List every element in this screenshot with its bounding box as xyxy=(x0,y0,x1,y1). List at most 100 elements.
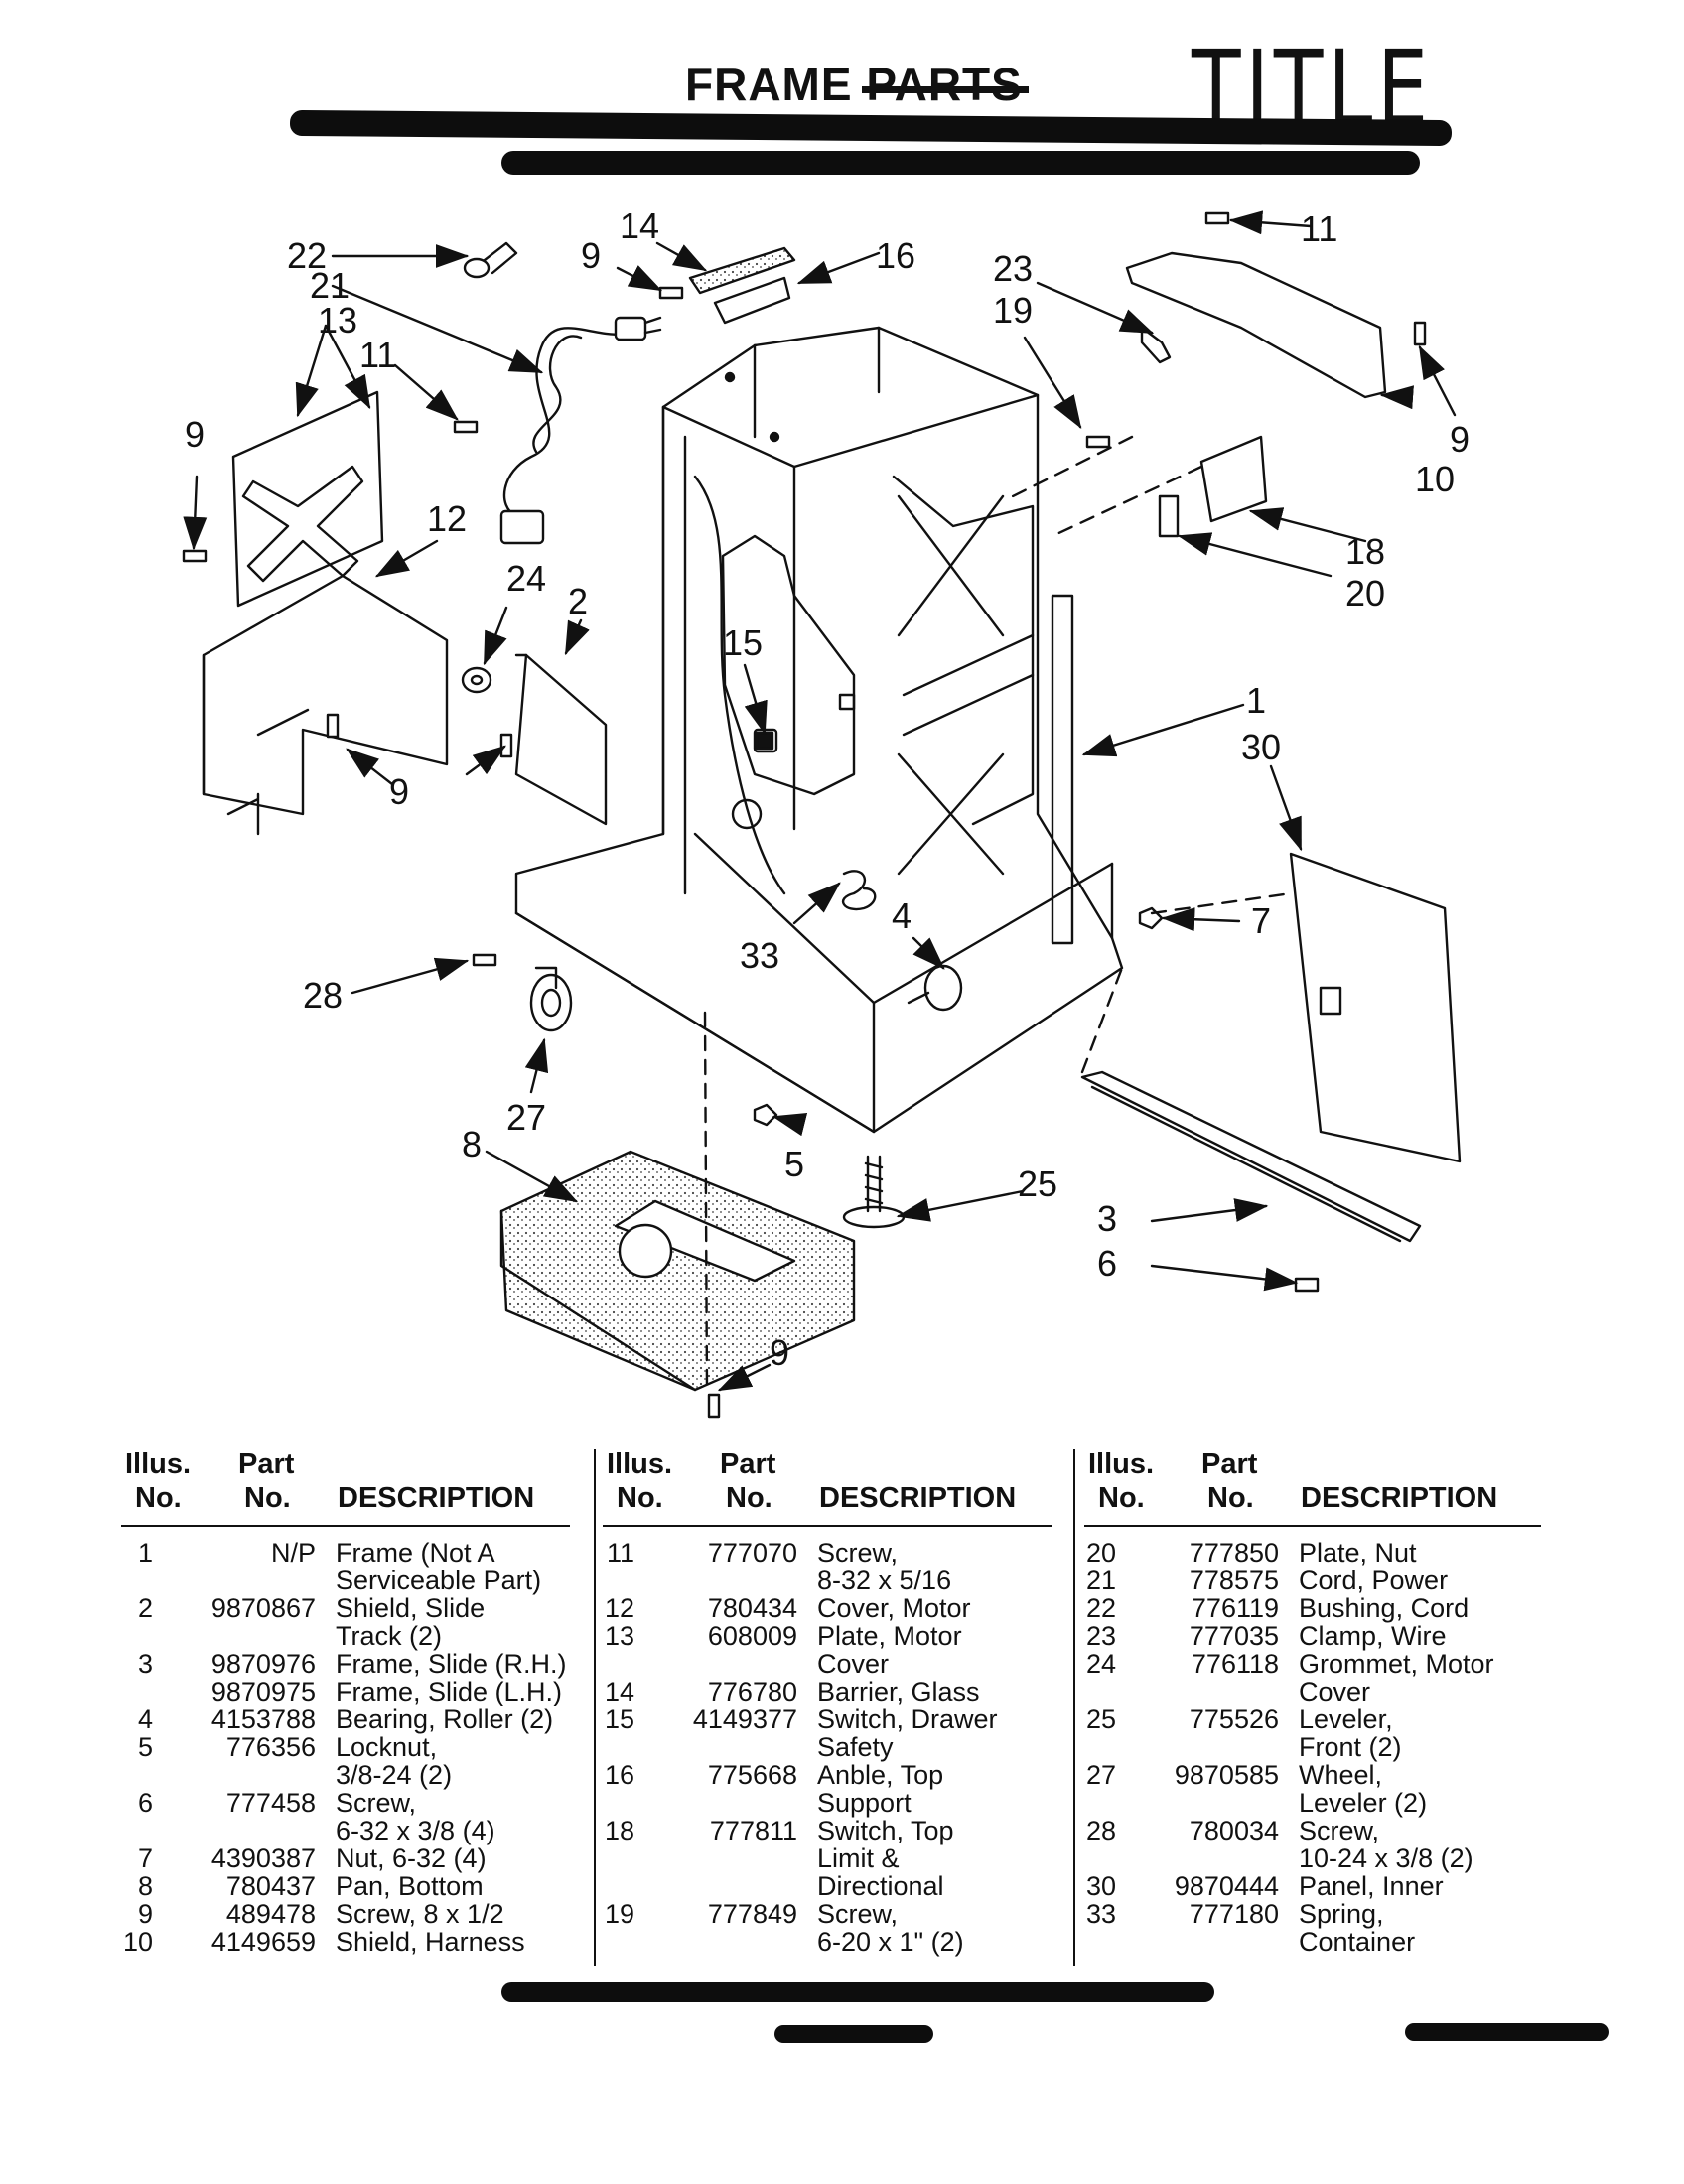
header-illus-line2: No. xyxy=(617,1482,663,1514)
illus-number: 22 xyxy=(1085,1593,1116,1623)
roller-bearing xyxy=(907,964,963,1012)
redaction-bar-colors xyxy=(501,151,1420,175)
header-part-line2: No. xyxy=(726,1482,772,1514)
redaction-bar-footer xyxy=(501,1982,1214,2002)
motor-cover-plate xyxy=(231,390,384,608)
part-number: 4149659 xyxy=(210,1927,316,1957)
part-description: Frame, Slide (L.H.) xyxy=(336,1677,563,1706)
part-number: 780034 xyxy=(1189,1816,1279,1845)
part-description: Cover xyxy=(1299,1677,1371,1706)
part-description: Directional xyxy=(817,1871,944,1901)
callout-24: 24 xyxy=(506,558,547,599)
callout-1: 1 xyxy=(1246,680,1267,721)
callout-9: 9 xyxy=(581,235,602,276)
illus-number: 10 xyxy=(122,1927,153,1957)
part-number: 775526 xyxy=(1189,1705,1279,1734)
top-support-angle xyxy=(713,276,791,325)
illus-number: 7 xyxy=(137,1843,153,1873)
header-illus-line1: Illus. xyxy=(1088,1448,1155,1480)
part-number: 489478 xyxy=(225,1899,316,1929)
main-frame xyxy=(514,326,1124,1134)
callout-33: 33 xyxy=(740,935,780,976)
part-description: Leveler (2) xyxy=(1299,1788,1428,1818)
header-description: DESCRIPTION xyxy=(338,1482,535,1514)
part-description: Switch, Top xyxy=(817,1816,954,1845)
part-description: Anble, Top xyxy=(817,1760,944,1790)
callout-6: 6 xyxy=(1097,1243,1118,1284)
illus-number: 9 xyxy=(137,1899,153,1929)
part-number: 778575 xyxy=(1189,1566,1279,1595)
part-number: 780437 xyxy=(225,1871,316,1901)
callout-9: 9 xyxy=(389,771,410,812)
illus-number: 16 xyxy=(604,1760,634,1790)
illus-number: 21 xyxy=(1085,1566,1116,1595)
glass-barrier xyxy=(688,246,796,295)
part-number: 9870585 xyxy=(1174,1760,1279,1790)
callout-9: 9 xyxy=(1450,419,1471,460)
part-number: 608009 xyxy=(707,1621,797,1651)
part-number: 9870867 xyxy=(210,1593,316,1623)
part-number: 776356 xyxy=(225,1732,316,1762)
slide-frame xyxy=(1080,1070,1422,1243)
part-number: 4390387 xyxy=(210,1843,316,1873)
part-description: Shield, Harness xyxy=(336,1927,525,1957)
part-description: Frame (Not A xyxy=(336,1538,495,1568)
illus-number: 30 xyxy=(1085,1871,1116,1901)
part-number: 4149377 xyxy=(692,1705,797,1734)
part-description: Switch, Drawer xyxy=(817,1705,998,1734)
header-description: DESCRIPTION xyxy=(1301,1482,1498,1514)
container-spring xyxy=(841,870,877,911)
header-rule xyxy=(603,1525,1052,1527)
part-number: 777850 xyxy=(1189,1538,1279,1568)
callout-10: 10 xyxy=(1415,459,1456,499)
redaction-bar-page-number xyxy=(774,2025,933,2043)
illus-number: 20 xyxy=(1085,1538,1116,1568)
part-description: Screw, xyxy=(817,1538,899,1568)
header-description: DESCRIPTION xyxy=(819,1482,1017,1514)
top-limit-switch xyxy=(1158,435,1268,538)
illus-number: 28 xyxy=(1085,1816,1116,1845)
drawer-safety-switch xyxy=(755,731,774,751)
part-description: Wheel, xyxy=(1299,1760,1383,1790)
part-number: 4153788 xyxy=(210,1705,316,1734)
title-struck-word: PARTS xyxy=(866,59,1023,110)
callout-25: 25 xyxy=(1018,1163,1058,1204)
illus-number: 27 xyxy=(1085,1760,1116,1790)
header-part-line1: Part xyxy=(720,1448,776,1480)
harness-shield xyxy=(1125,251,1387,399)
front-leveler xyxy=(842,1155,906,1229)
part-number: 9870976 xyxy=(210,1649,316,1679)
illus-number: 19 xyxy=(604,1899,634,1929)
part-description: Leveler, xyxy=(1299,1705,1393,1734)
part-description: Pan, Bottom xyxy=(336,1871,484,1901)
part-number: N/P xyxy=(270,1538,316,1568)
callout-12: 12 xyxy=(427,498,468,539)
title-word: FRAME xyxy=(685,59,853,110)
part-description: Nut, 6-32 (4) xyxy=(336,1843,487,1873)
shield-slide-track xyxy=(514,653,608,826)
part-description: Bushing, Cord xyxy=(1299,1593,1470,1623)
header-illus-line1: Illus. xyxy=(607,1448,673,1480)
part-description: Screw, xyxy=(817,1899,899,1929)
part-description: Cover, Motor xyxy=(817,1593,971,1623)
illus-number: 25 xyxy=(1085,1705,1116,1734)
part-description: Plate, Motor xyxy=(817,1621,962,1651)
part-description: Track (2) xyxy=(336,1621,442,1651)
callout-18: 18 xyxy=(1345,531,1386,572)
illus-number: 13 xyxy=(604,1621,634,1651)
illus-number: 14 xyxy=(604,1677,634,1706)
callout-19: 19 xyxy=(993,290,1034,331)
part-description: Shield, Slide xyxy=(336,1593,486,1623)
callout-27: 27 xyxy=(506,1097,547,1138)
part-number: 780434 xyxy=(707,1593,797,1623)
part-number: 777035 xyxy=(1189,1621,1279,1651)
illus-number: 8 xyxy=(137,1871,153,1901)
callout-28: 28 xyxy=(303,975,344,1016)
callout-13: 13 xyxy=(318,300,358,341)
exploded-frame-diagram xyxy=(182,210,1462,1419)
part-number: 777180 xyxy=(1189,1899,1279,1929)
part-description: Frame, Slide (R.H.) xyxy=(336,1649,567,1679)
part-description: Safety xyxy=(817,1732,894,1762)
header-part-line1: Part xyxy=(238,1448,295,1480)
callout-4: 4 xyxy=(892,895,912,936)
